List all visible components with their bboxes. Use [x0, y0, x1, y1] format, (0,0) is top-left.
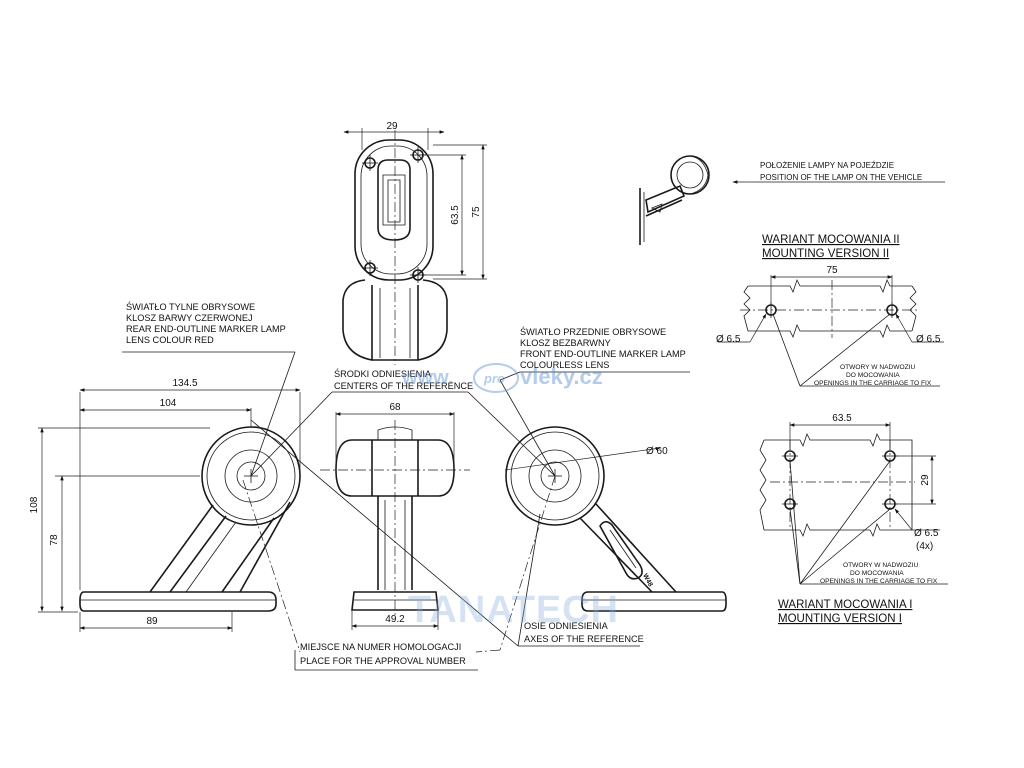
watermark-site: www. pro vleky.cz [401, 363, 603, 393]
position-en: POSITION OF THE LAMP ON THE VEHICLE [760, 173, 922, 182]
side-view-front: W48 Ø 60 [504, 426, 727, 612]
front-lamp-en-1: FRONT END-OUTLINE MARKER LAMP [520, 349, 686, 359]
v2-openings-en: OPENINGS IN THE CARRIAGE TO FIX [814, 380, 932, 387]
rear-lamp-en-1: REAR END-OUTLINE MARKER LAMP [126, 324, 286, 334]
dim-front-width: 68 [389, 402, 401, 413]
watermark-site-suffix: vleky.cz [520, 364, 603, 389]
homologation-pl: MIEJSCE NA NUMER HOMOLOGACJI [300, 642, 461, 652]
v2-title-en: MOUNTING VERSION II [762, 248, 889, 260]
v1-hole: Ø 6.5 [914, 528, 939, 539]
v2-hole-left: Ø 6.5 [716, 334, 741, 345]
rear-lamp-pl-1: ŚWIATŁO TYLNE OBRYSOWE [126, 301, 255, 312]
dim-lamp-center-offset: 104 [160, 398, 177, 409]
v1-title-en: MOUNTING VERSION I [778, 613, 902, 625]
dim-top-height: 75 [471, 206, 482, 218]
centers-pl: ŚRODKI ODNIESIENIA [334, 368, 432, 379]
watermark-brand: TANATECH [408, 589, 618, 631]
front-view: 68 49.2 [320, 402, 470, 630]
mounting-version-2: WARIANT MOCOWANIA II MOUNTING VERSION II… [716, 234, 944, 387]
side-view-rear: 134.5 104 108 78 89 [29, 378, 301, 632]
dim-overall-length: 134.5 [172, 378, 197, 389]
v2-spacing: 75 [826, 265, 838, 276]
top-view-holes [362, 147, 426, 283]
approval-stamp: W48 [641, 573, 654, 589]
dim-top-hole-spacing: 63.5 [450, 205, 461, 225]
top-view: 29 63.5 75 [342, 121, 487, 365]
vehicle-position: POŁOŻENIE LAMPY NA POJEŹDZIE POSITION OF… [639, 155, 945, 245]
callout-front-lamp: ŚWIATŁO PRZEDNIE OBRYSOWE KLOSZ BEZBARWN… [520, 326, 686, 370]
reference-lines [122, 351, 690, 671]
watermark-badge [473, 363, 519, 393]
v2-openings-pl-2: DO MOCOWANIA [846, 372, 900, 379]
v1-hole-count: (4x) [916, 541, 933, 552]
v2-openings-pl-1: OTWORY W NADWOZIU [840, 364, 915, 371]
dim-top-width: 29 [386, 121, 398, 132]
dim-lens-diameter: Ø 60 [646, 446, 668, 457]
dim-center-height: 78 [49, 534, 60, 546]
axes-en: AXES OF THE REFERENCE [524, 634, 644, 644]
dim-front-base-width: 49.2 [385, 614, 405, 625]
v2-hole-right: Ø 6.5 [916, 334, 941, 345]
v1-spacing: 63.5 [832, 413, 852, 424]
front-lamp-en-2: COLOURLESS LENS [520, 360, 609, 370]
watermark-site-badge: pro [483, 371, 505, 386]
v2-title-pl: WARIANT MOCOWANIA II [762, 234, 900, 246]
position-pl: POŁOŻENIE LAMPY NA POJEŹDZIE [760, 161, 894, 170]
callout-axes: OSIE ODNIESIENIA AXES OF THE REFERENCE [524, 621, 644, 644]
v1-title-pl: WARIANT MOCOWANIA I [778, 599, 912, 611]
v1-openings-pl-2: DO MOCOWANIA [850, 570, 904, 577]
watermark-site-prefix: www. [401, 367, 453, 389]
rear-lamp-en-2: LENS COLOUR RED [126, 335, 214, 345]
mounting-version-1: 63.5 29 Ø 6.5 (4x) OTWORY W NADWOZIU DO … [759, 413, 948, 625]
dim-base-length: 89 [146, 616, 158, 627]
rear-lamp-pl-2: KLOSZ BARWY CZERWONEJ [126, 313, 253, 323]
front-lamp-pl-1: ŚWIATŁO PRZEDNIE OBRYSOWE [520, 326, 666, 337]
callout-rear-lamp: ŚWIATŁO TYLNE OBRYSOWE KLOSZ BARWY CZERW… [126, 301, 286, 345]
homologation-en: PLACE FOR THE APPROVAL NUMBER [300, 656, 466, 666]
axes-pl: OSIE ODNIESIENIA [524, 621, 609, 631]
dim-overall-height: 108 [29, 496, 40, 513]
v1-openings-pl-1: OTWORY W NADWOZIU [843, 562, 918, 569]
centers-en: CENTERS OF THE REFERENCE [334, 381, 473, 391]
v1-openings-en: OPENINGS IN THE CARRIAGE TO FIX [820, 578, 938, 585]
callout-homologation: MIEJSCE NA NUMER HOMOLOGACJI PLACE FOR T… [300, 642, 466, 666]
v1-vertical: 29 [920, 474, 931, 486]
front-lamp-pl-2: KLOSZ BEZBARWNY [520, 338, 611, 348]
callout-centers: ŚRODKI ODNIESIENIA CENTERS OF THE REFERE… [334, 368, 473, 391]
